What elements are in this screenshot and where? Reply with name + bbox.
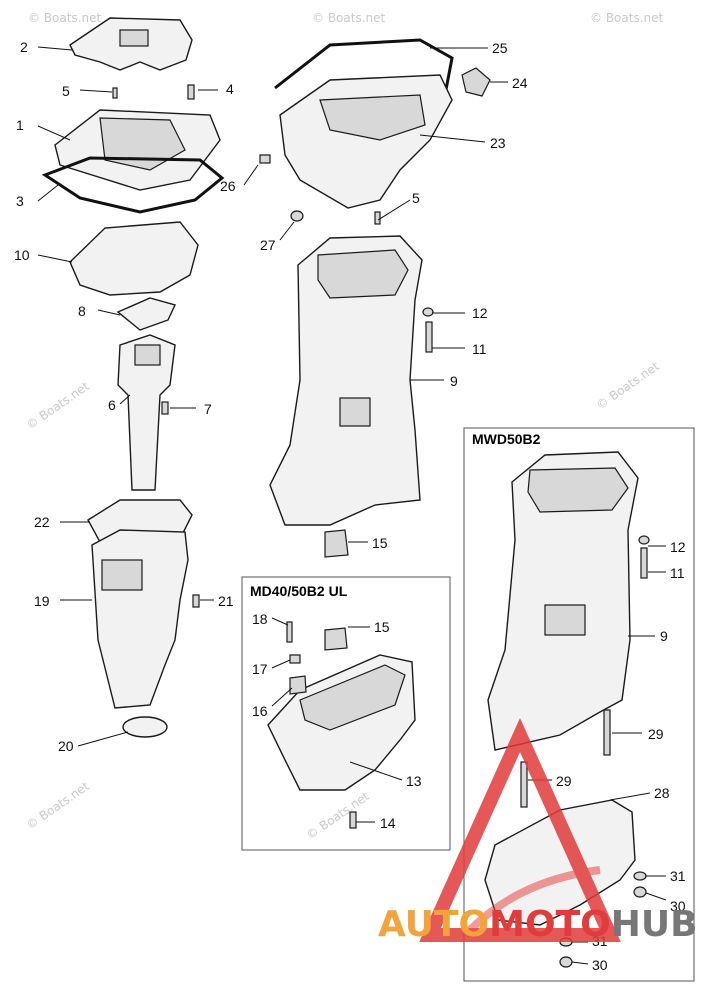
watermark: © Boats.net — [590, 11, 664, 25]
long-housing-window — [544, 604, 586, 636]
pin — [374, 211, 381, 225]
bolt-18 — [286, 621, 293, 643]
bolt — [192, 594, 200, 608]
gasket-opening — [119, 29, 149, 47]
drain-tray — [279, 74, 453, 209]
callout-4: 4 — [226, 81, 234, 97]
mwd-variant-box — [463, 427, 695, 982]
md-variant-box — [241, 576, 451, 851]
extension-top — [299, 664, 406, 731]
callout-15-main: 15 — [372, 535, 388, 551]
callout-25: 25 — [492, 40, 508, 56]
tube-opening — [134, 344, 161, 366]
pin — [112, 87, 118, 99]
logo-swoosh — [467, 866, 601, 933]
callout-29: 29 — [648, 726, 664, 742]
callout-2: 2 — [20, 39, 28, 55]
plate-17 — [289, 654, 301, 664]
bolt-14 — [349, 811, 357, 829]
watermark: © Boats.net — [28, 11, 102, 25]
logo-auto: AUTO — [378, 904, 489, 945]
callout-11-mwd: 11 — [670, 565, 685, 581]
callout-16: 16 — [252, 703, 268, 719]
watermark: © Boats.net — [24, 779, 92, 833]
callout-7: 7 — [204, 401, 212, 417]
watermark: © Boats.net — [304, 789, 372, 843]
callout-17: 17 — [252, 661, 268, 677]
bolt-11-mwd — [640, 547, 648, 579]
logo-triangle — [419, 717, 621, 942]
callout-23: 23 — [490, 135, 506, 151]
drive-shaft-housing — [269, 235, 423, 526]
callout-20: 20 — [58, 738, 74, 754]
callout-19: 19 — [34, 593, 50, 609]
washer — [290, 210, 304, 222]
bolt — [187, 84, 195, 100]
oil-pan-detail — [101, 559, 143, 591]
tray-cavity — [319, 94, 426, 141]
callout-18: 18 — [252, 611, 268, 627]
oil-pan — [91, 529, 189, 709]
callout-22: 22 — [34, 514, 50, 530]
logo-moto: MOTO — [489, 904, 611, 945]
callout-14: 14 — [380, 815, 396, 831]
damper-15-md — [324, 627, 348, 651]
leader-lines — [37, 46, 667, 965]
stud-29b — [520, 761, 528, 808]
callout-12-mwd: 12 — [670, 539, 686, 555]
grommet — [461, 67, 491, 97]
nut-30b — [559, 956, 573, 968]
bolt — [161, 401, 169, 415]
callout-26: 26 — [220, 178, 236, 194]
housing-window — [339, 397, 371, 427]
callout-21: 21 — [218, 593, 234, 609]
seal-ring — [41, 156, 225, 214]
callout-30b: 30 — [592, 957, 608, 973]
damper-16 — [289, 675, 307, 695]
screw — [259, 154, 271, 164]
callout-8: 8 — [78, 303, 86, 319]
nut-30 — [633, 886, 647, 898]
logo-hub: HUB — [611, 904, 698, 945]
callout-15: 15 — [374, 619, 390, 635]
md-variant-title: MD40/50B2 UL — [250, 583, 348, 599]
long-housing-top — [527, 467, 629, 513]
washer-31 — [633, 871, 647, 881]
washer-12-mwd — [638, 535, 650, 545]
callout-9: 9 — [450, 373, 458, 389]
callout-10: 10 — [14, 247, 30, 263]
callout-28: 28 — [654, 785, 670, 801]
watermark: © Boats.net — [24, 379, 92, 433]
lower-gasket — [69, 221, 199, 296]
stud-29 — [603, 709, 611, 756]
watermark: © Boats.net — [594, 359, 662, 413]
callout-24: 24 — [512, 75, 528, 91]
bottom-seal — [122, 716, 168, 738]
callout-9-mwd: 9 — [660, 628, 668, 644]
callout-27: 27 — [260, 237, 276, 253]
callout-31: 31 — [670, 868, 686, 884]
logo-text: AUTOMOTOHUB — [378, 904, 698, 945]
callout-5b: 5 — [412, 190, 420, 206]
callout-1: 1 — [16, 117, 24, 133]
automotohub-logo — [419, 717, 621, 942]
callout-30: 30 — [670, 898, 686, 914]
small-gasket — [116, 297, 176, 331]
housing-top — [317, 249, 409, 299]
washer-12 — [422, 307, 434, 317]
watermark: © Boats.net — [312, 11, 386, 25]
bolt-11 — [425, 321, 433, 353]
callout-12: 12 — [472, 305, 488, 321]
callout-3: 3 — [16, 193, 24, 209]
callout-6: 6 — [108, 397, 116, 413]
damper-15 — [324, 529, 349, 558]
callout-11: 11 — [472, 341, 487, 357]
long-housing — [487, 451, 639, 751]
mwd-variant-title: MWD50B2 — [472, 431, 541, 447]
callout-5: 5 — [62, 83, 70, 99]
callout-13: 13 — [406, 773, 422, 789]
exhaust-tube — [117, 334, 176, 491]
callout-29b: 29 — [556, 773, 572, 789]
